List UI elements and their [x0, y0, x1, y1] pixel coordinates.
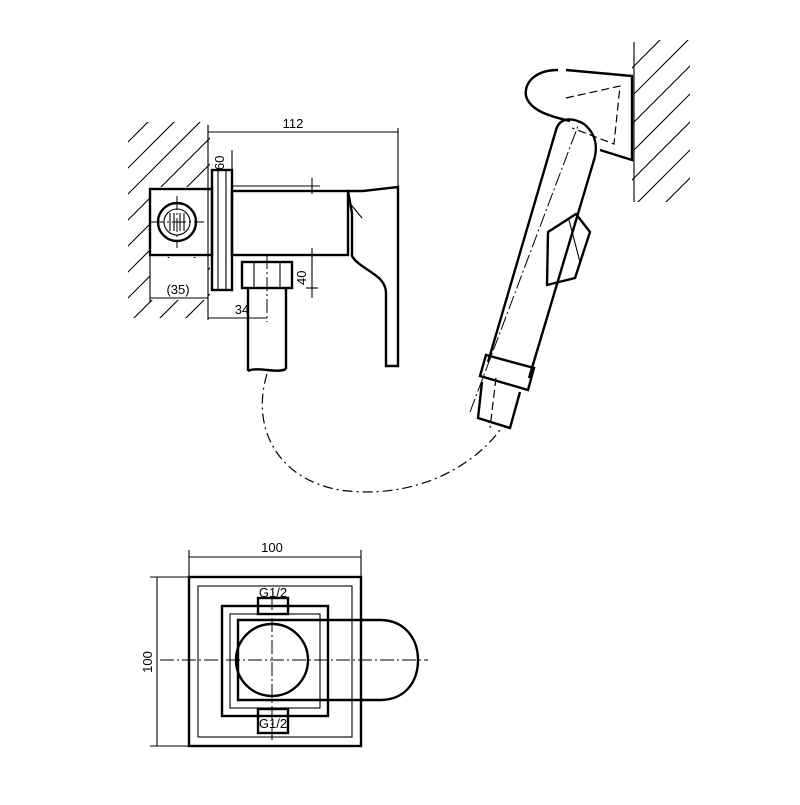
dim-plate-height: 60	[212, 150, 320, 194]
mixer-body	[230, 185, 400, 368]
right-wall-hatching	[632, 40, 690, 202]
hand-shower	[469, 68, 598, 430]
outlet-connector	[240, 255, 294, 373]
dim-wall-depth-label: (35)	[166, 282, 189, 297]
dim-top-height-label: 100	[140, 651, 155, 673]
dim-plate-height-label: 60	[212, 156, 227, 170]
thread-stub-bottom	[256, 707, 290, 735]
shower-holder	[565, 68, 634, 162]
dim-outlet-offset-label: 34	[235, 302, 249, 317]
thread-label-top: G1/2	[259, 585, 287, 600]
dim-overall-width: 112	[207, 116, 399, 190]
escutcheon-plate	[187, 575, 363, 748]
thread-label-bottom: G1/2	[259, 716, 287, 731]
side-view: 112 60 40 34 (35)	[128, 40, 690, 493]
dim-outlet-height: 40	[294, 248, 318, 298]
dim-outlet-height-label: 40	[294, 271, 309, 285]
thread-stub-top	[256, 596, 290, 616]
dim-top-width-label: 100	[261, 540, 283, 555]
top-view: 100 100 G1/2 G1/2	[140, 540, 428, 748]
hose-path	[261, 373, 501, 493]
dim-top-height: 100	[140, 576, 189, 747]
dim-overall-width-label: 112	[283, 116, 304, 131]
dim-wall-depth: (35)	[149, 256, 208, 302]
dim-outlet-offset: 34	[208, 302, 267, 319]
dim-top-width: 100	[188, 540, 362, 577]
